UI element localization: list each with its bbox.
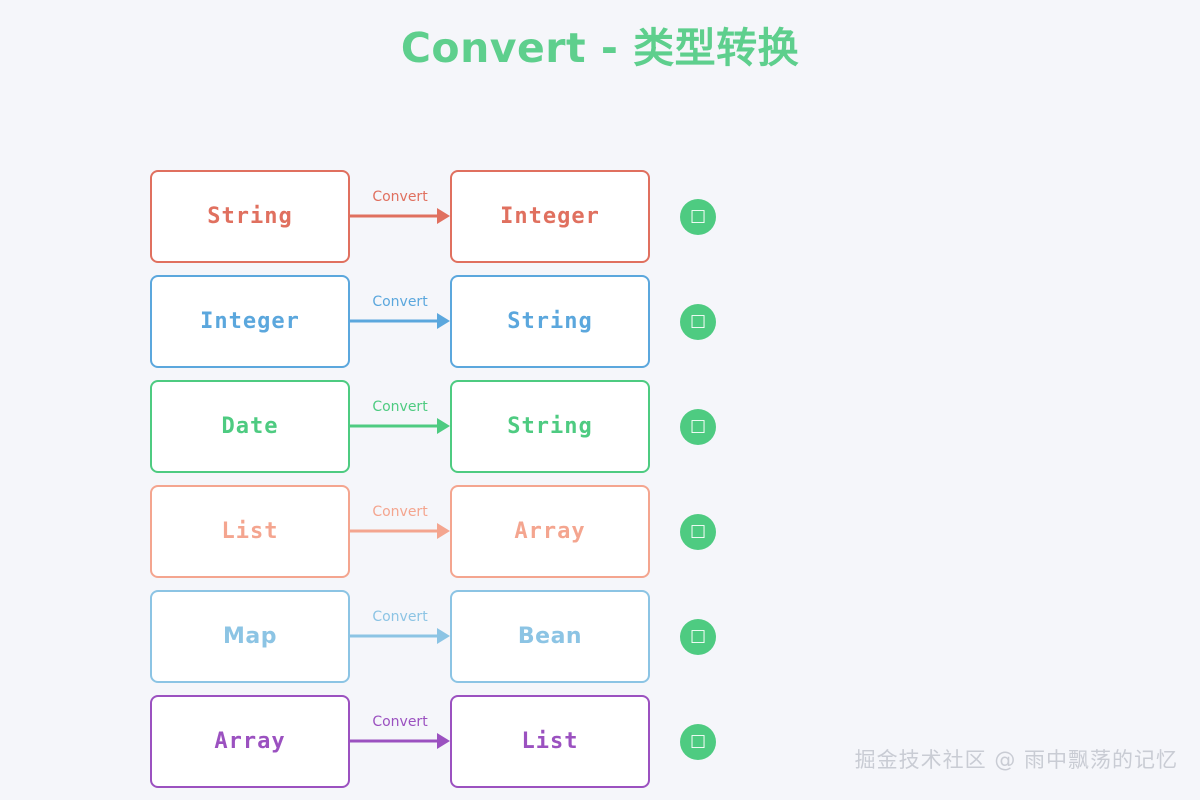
- check-tofu-icon: □: [689, 521, 707, 541]
- target-node-label: Array: [514, 519, 586, 544]
- target-node-label: String: [507, 309, 593, 334]
- status-badge[interactable]: □: [680, 723, 716, 760]
- title-bar: Convert - 类型转换: [0, 0, 1200, 73]
- conversion-connector: Convert: [350, 170, 450, 263]
- check-tofu-icon: □: [689, 416, 707, 436]
- target-node-label: String: [507, 414, 593, 439]
- arrow-head-icon: [437, 733, 450, 749]
- target-node[interactable]: Bean: [450, 590, 650, 683]
- arrow-head-icon: [437, 523, 450, 539]
- arrow-line-icon: [350, 634, 440, 638]
- target-node-label: Bean: [517, 624, 583, 649]
- target-node[interactable]: List: [450, 695, 650, 788]
- target-node-label: Integer: [500, 204, 600, 229]
- arrow-line-icon: [350, 214, 440, 218]
- status-badge[interactable]: □: [680, 513, 716, 550]
- conversion-connector: Convert: [350, 380, 450, 473]
- edge-label: Convert: [372, 399, 428, 415]
- arrow-line-icon: [350, 529, 440, 533]
- source-node[interactable]: Map: [150, 590, 350, 683]
- edge-label: Convert: [372, 189, 428, 205]
- source-node[interactable]: String: [150, 170, 350, 263]
- arrow-head-icon: [437, 628, 450, 644]
- arrow-head-icon: [437, 418, 450, 434]
- check-tofu-icon: □: [689, 311, 707, 331]
- check-tofu-icon: □: [689, 206, 707, 226]
- edge-label: Convert: [372, 504, 428, 520]
- status-badge[interactable]: □: [680, 198, 716, 235]
- target-node[interactable]: String: [450, 275, 650, 368]
- edge-label: Convert: [372, 714, 428, 730]
- target-node-label: List: [521, 729, 579, 754]
- arrow-line-icon: [350, 424, 440, 428]
- source-node-label: Map: [223, 624, 277, 649]
- source-node-label: String: [207, 204, 293, 229]
- source-node[interactable]: Date: [150, 380, 350, 473]
- status-badge[interactable]: □: [680, 303, 716, 340]
- conversion-connector: Convert: [350, 695, 450, 788]
- source-node-label: List: [221, 519, 279, 544]
- source-node[interactable]: List: [150, 485, 350, 578]
- target-node[interactable]: String: [450, 380, 650, 473]
- check-tofu-icon: □: [689, 626, 707, 646]
- source-node-label: Integer: [200, 309, 300, 334]
- check-tofu-icon: □: [689, 731, 707, 751]
- status-badge[interactable]: □: [680, 618, 716, 655]
- arrow-head-icon: [437, 208, 450, 224]
- arrow-head-icon: [437, 313, 450, 329]
- page-title: Convert - 类型转换: [400, 24, 800, 72]
- source-node[interactable]: Array: [150, 695, 350, 788]
- edge-label: Convert: [372, 294, 428, 310]
- source-node-label: Date: [221, 414, 279, 439]
- arrow-line-icon: [350, 739, 440, 743]
- arrow-line-icon: [350, 319, 440, 323]
- target-node[interactable]: Integer: [450, 170, 650, 263]
- status-badge[interactable]: □: [680, 408, 716, 445]
- conversion-connector: Convert: [350, 485, 450, 578]
- source-node-label: Array: [214, 729, 286, 754]
- target-node[interactable]: Array: [450, 485, 650, 578]
- source-node[interactable]: Integer: [150, 275, 350, 368]
- conversion-connector: Convert: [350, 590, 450, 683]
- conversion-connector: Convert: [350, 275, 450, 368]
- watermark: 掘金技术社区 @ 雨中飘荡的记忆: [854, 748, 1178, 772]
- edge-label: Convert: [372, 609, 428, 625]
